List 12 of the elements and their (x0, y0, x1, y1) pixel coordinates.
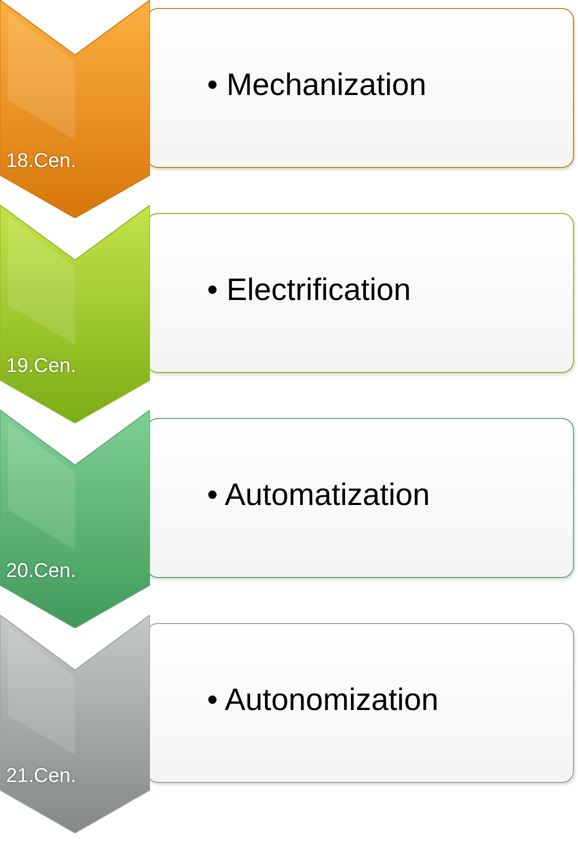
chevron-shape (0, 615, 150, 833)
bullet-item: • Autonomization (207, 682, 438, 718)
century-label: 21.Cen. (6, 765, 76, 788)
chevron-shape (0, 205, 150, 423)
bullet-item: • Electrification (207, 272, 411, 308)
bullet-item: • Mechanization (207, 67, 426, 103)
century-label: 18.Cen. (6, 150, 76, 173)
chevron-shape (0, 410, 150, 628)
chevron-shape (0, 0, 150, 218)
century-label: 20.Cen. (6, 560, 76, 583)
century-label: 19.Cen. (6, 355, 76, 378)
bullet-item: • Automatization (207, 477, 430, 513)
